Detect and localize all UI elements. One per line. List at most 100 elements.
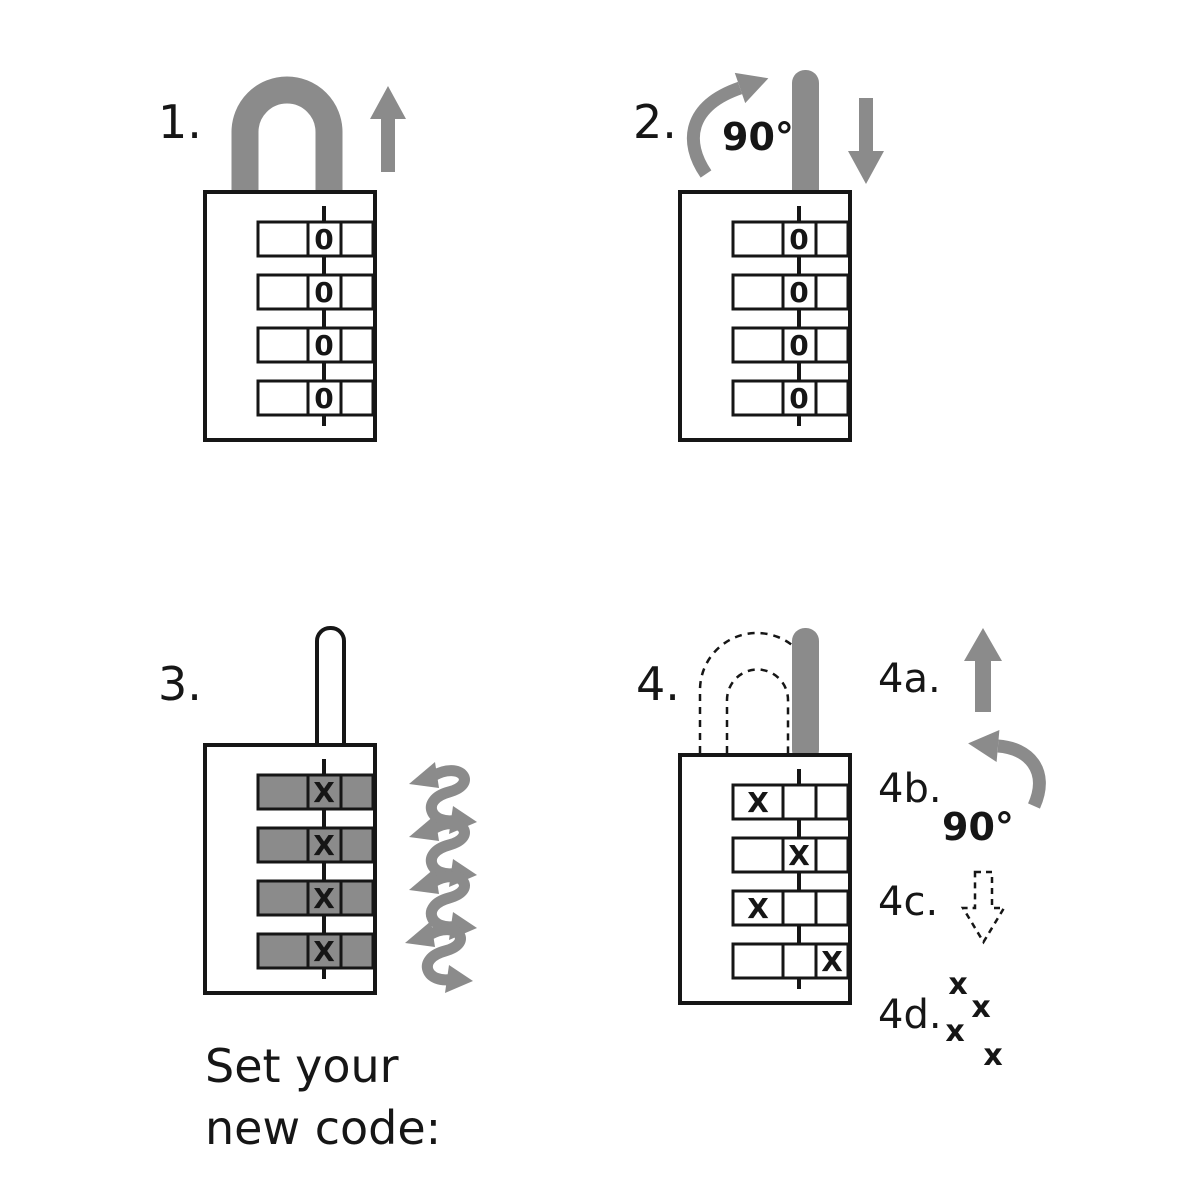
dial-cell-center — [781, 942, 818, 980]
dial-value: X — [821, 945, 843, 978]
dial-cell-left — [731, 942, 785, 980]
caption-line-1: Set your — [205, 1039, 399, 1093]
dial-cell-right — [814, 273, 850, 311]
dial-cell-right — [814, 326, 850, 364]
dial-cell-right — [339, 826, 375, 864]
scrambled-digit-mark: x — [945, 1014, 964, 1049]
dial-value: X — [313, 882, 335, 915]
dial-cell-center — [306, 273, 343, 311]
shackle-ghost-outer — [698, 631, 816, 753]
dial-cell-right — [814, 379, 850, 417]
dial-cell-left — [256, 879, 310, 917]
dial-row: X — [256, 773, 375, 811]
dial-cell-right — [814, 836, 850, 874]
dial-value: 0 — [789, 223, 808, 256]
dial-cell-center — [781, 783, 818, 821]
step-4-number: 4. — [636, 657, 680, 711]
substep-4a-label: 4a. — [878, 656, 941, 702]
dial-cell-center — [781, 379, 818, 417]
step-2: 2. 90° 0 0 0 0 — [633, 70, 884, 442]
step-1: 1. 0 0 0 0 — [158, 76, 406, 442]
dial-row: 0 — [731, 273, 850, 311]
pull-up-arrow-icon — [370, 86, 406, 172]
dial-cell-right — [814, 783, 850, 821]
dial-cell-right — [339, 326, 375, 364]
dial-cell-left — [731, 220, 785, 258]
dial-value: X — [313, 776, 335, 809]
dial-value: 0 — [314, 382, 333, 415]
dial-cell-right — [339, 773, 375, 811]
dial-cell-left — [731, 273, 785, 311]
dial-value: X — [747, 892, 769, 925]
caption-line-2: new code: — [205, 1101, 441, 1155]
dial-value: 0 — [314, 223, 333, 256]
dial-cell-right — [339, 273, 375, 311]
dial-cell-left — [256, 773, 310, 811]
shackle-lifted-bar — [792, 628, 819, 763]
shackle-ghost-inner — [725, 668, 790, 753]
rotate-back-arrowhead-icon — [968, 730, 1000, 762]
dial-value: X — [747, 786, 769, 819]
dial-cell-left — [731, 326, 785, 364]
dial-row: 0 — [256, 326, 375, 364]
rotate-90-arrow-icon — [686, 81, 743, 178]
shackle-rotated-bar — [792, 70, 819, 205]
shackle-pressed-bar — [315, 626, 346, 762]
dial-cell-left — [256, 220, 310, 258]
shackle-closed — [231, 76, 343, 200]
dial-cell-center — [781, 889, 818, 927]
substep-4d-label: 4d. — [878, 992, 942, 1038]
dial-row: 0 — [256, 273, 375, 311]
scrambled-digit-mark: x — [971, 990, 990, 1025]
dial-row: X — [731, 836, 850, 874]
dial-cell-right — [814, 942, 850, 980]
dial-cell-right — [339, 932, 375, 970]
dial-row: X — [256, 932, 375, 970]
dial-cell-right — [339, 220, 375, 258]
dial-value: 0 — [314, 276, 333, 309]
dial-value: 0 — [789, 329, 808, 362]
dial-cell-left — [256, 273, 310, 311]
step-2-number: 2. — [633, 95, 677, 149]
dial-cell-right — [814, 220, 850, 258]
dial-cell-left — [731, 889, 785, 927]
dial-cell-right — [814, 889, 850, 927]
dial-value: 0 — [789, 382, 808, 415]
substep-4b-label: 4b. — [878, 766, 942, 812]
step-3-number: 3. — [158, 657, 202, 711]
dial-row: 0 — [731, 326, 850, 364]
dial-cell-left — [256, 826, 310, 864]
dial-cell-left — [256, 326, 310, 364]
dial-cell-left — [731, 836, 785, 874]
dial-row: 0 — [731, 379, 850, 417]
dial-cell-center — [781, 273, 818, 311]
dial-value: 0 — [314, 329, 333, 362]
dial-value: X — [313, 829, 335, 862]
dial-cell-right — [339, 379, 375, 417]
dial-value: 0 — [789, 276, 808, 309]
rotation-label: 90° — [722, 115, 794, 159]
dial-row: X — [731, 889, 850, 927]
dial-cell-left — [731, 379, 785, 417]
scrambled-digit-mark: x — [983, 1038, 1002, 1073]
push-down-arrow-icon — [848, 98, 884, 184]
dial-cell-center — [781, 836, 818, 874]
dial-row: 0 — [731, 220, 850, 258]
step-3: 3. X X X X — [158, 626, 477, 1155]
dial-cell-right — [339, 879, 375, 917]
dial-cell-center — [306, 773, 343, 811]
dial-value: X — [313, 935, 335, 968]
step-4: 4. X X X X 4a. — [636, 628, 1046, 1073]
rotation-label: 90° — [942, 805, 1014, 849]
dial-row: X — [256, 879, 375, 917]
scrambled-digit-mark: x — [948, 967, 967, 1002]
dial-row: X — [731, 783, 850, 821]
dial-row: X — [731, 942, 850, 980]
rotate-back-arrow-icon — [997, 739, 1046, 809]
turn-dial-arrow-icon — [405, 921, 473, 993]
lift-shackle-arrow-icon — [964, 628, 1002, 712]
dial-row: 0 — [256, 220, 375, 258]
dial-cell-left — [256, 379, 310, 417]
